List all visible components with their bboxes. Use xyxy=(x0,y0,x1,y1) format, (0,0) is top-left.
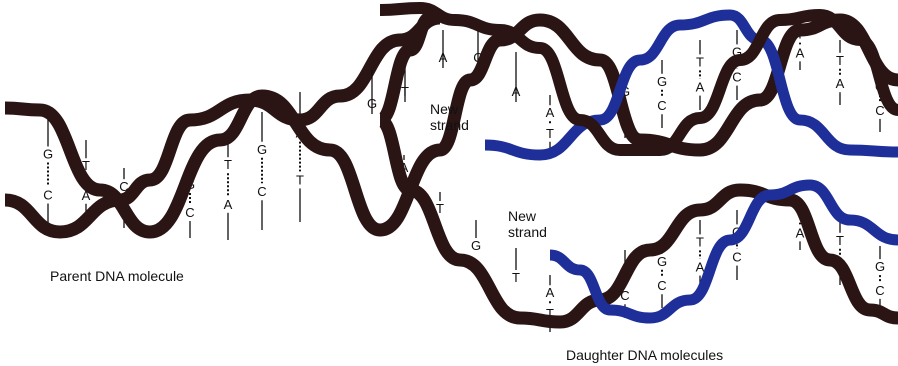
unpaired-lower-base-3: T xyxy=(512,270,520,285)
parent-base-top-0: G xyxy=(43,146,53,161)
new-strand-label-upper-line2: strand xyxy=(430,117,469,133)
daughter-upper-base-bottom-2: C xyxy=(657,98,666,113)
parent-base-bottom-5: C xyxy=(257,184,266,199)
unpaired-lower-base-2: G xyxy=(471,238,481,253)
parent-base-bottom-4: A xyxy=(224,197,233,212)
parent-base-top-4: T xyxy=(224,157,232,172)
parent-base-bottom-0: C xyxy=(43,188,52,203)
daughter-lower-base-top-6: T xyxy=(836,233,844,248)
daughter-lower-base-top-7: G xyxy=(875,259,885,274)
daughter-upper-base-top-0: A xyxy=(546,105,555,120)
new-strand-label-lower: New strand xyxy=(508,208,547,240)
daughter-upper-base-top-3: T xyxy=(696,54,704,69)
unpaired-upper-base-2: A xyxy=(439,50,448,65)
new-strand-label-lower-line2: strand xyxy=(508,224,547,240)
parent-base-top-5: G xyxy=(257,142,267,157)
daughter-upper-base-top-6: T xyxy=(836,53,844,68)
unpaired-upper-base-1: T xyxy=(401,84,409,99)
daughter-lower-base-top-0: A xyxy=(546,285,555,300)
daughter-upper-base-bottom-4: C xyxy=(732,70,741,85)
parent-base-bottom-3: C xyxy=(185,205,194,220)
daughter-lower-base-bottom-2: C xyxy=(657,278,666,293)
daughter-lower-base-top-2: G xyxy=(657,254,667,269)
new-strand-label-upper-line1: New xyxy=(430,101,469,117)
daughter-dna-label: Daughter DNA molecules xyxy=(566,347,723,363)
daughter-lower-base-bottom-7: C xyxy=(875,283,884,298)
daughter-upper-base-bottom-3: A xyxy=(696,80,705,95)
unpaired-upper-base-0: G xyxy=(367,96,377,111)
unpaired-upper-base-4: A xyxy=(512,84,521,99)
new-strand-label-lower-line1: New xyxy=(508,208,547,224)
daughter-lower-base-bottom-4: C xyxy=(732,250,741,265)
daughter-lower-base-top-3: T xyxy=(696,234,704,249)
daughter-upper-base-bottom-6: A xyxy=(836,76,845,91)
parent-strand-b xyxy=(5,18,440,232)
parent-base-bottom-6: T xyxy=(296,172,304,187)
daughter-upper-base-top-2: G xyxy=(657,74,667,89)
daughter-lower-base-bottom-3: A xyxy=(696,260,705,275)
new-strand-label-upper: New strand xyxy=(430,101,469,133)
daughter-upper-base-bottom-5: A xyxy=(796,45,805,60)
parent-dna-label: Parent DNA molecule xyxy=(50,268,184,284)
daughter-upper-base-bottom-0: T xyxy=(546,126,554,141)
